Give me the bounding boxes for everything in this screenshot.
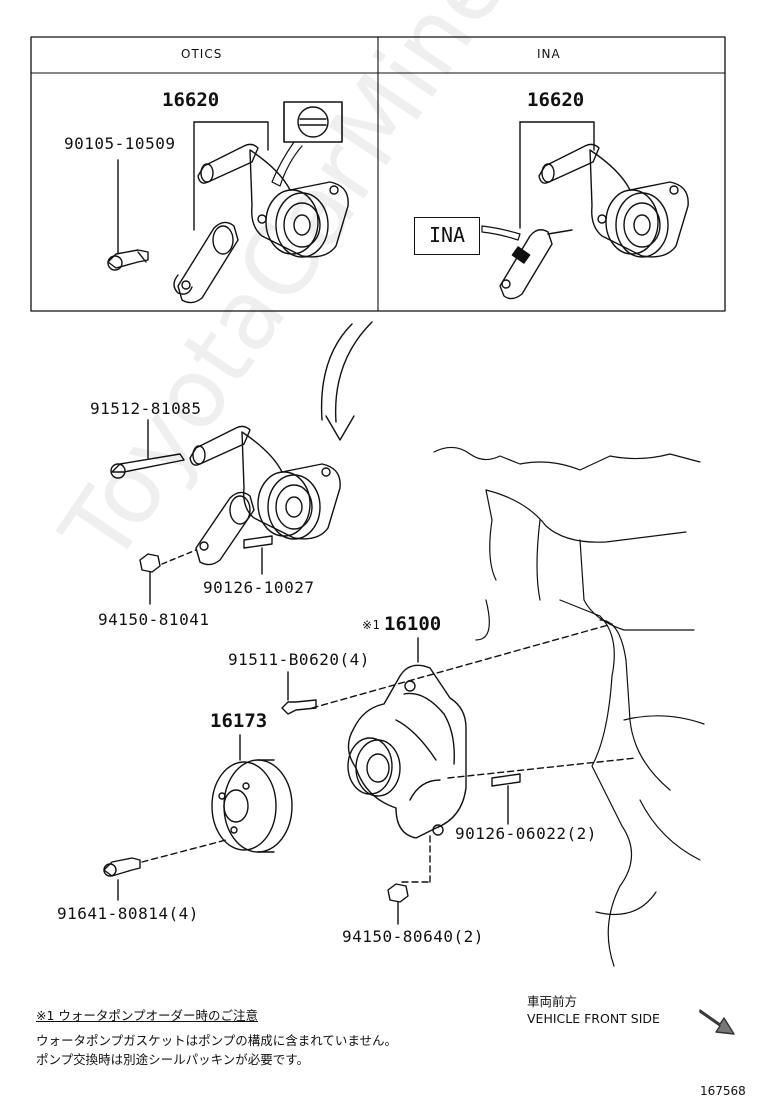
part-number-16620-otics[interactable]: 16620 (162, 89, 220, 111)
part-number-91511-B0620[interactable]: 91511-B0620(4) (228, 650, 370, 669)
part-number-91641-80814[interactable]: 91641-80814(4) (57, 904, 199, 923)
water-pump-note-mark: ※1 (362, 618, 381, 632)
ina-header: INA (537, 47, 561, 61)
part-number-90126-10027[interactable]: 90126-10027 (203, 578, 315, 597)
note-line-2: ポンプ交換時は別途シールパッキンが必要です。 (36, 1052, 310, 1067)
vehicle-front-en: VEHICLE FRONT SIDE (527, 1011, 660, 1026)
part-number-90126-06022[interactable]: 90126-06022(2) (455, 824, 597, 843)
note-title: ※1 ウォータポンプオーダー時のご注意 (36, 1008, 259, 1023)
otics-header: OTICS (181, 47, 223, 61)
otics-tensioner-drawing (107, 101, 349, 304)
diagram-number: 167568 (700, 1084, 746, 1098)
part-number-16173[interactable]: 16173 (210, 710, 268, 732)
main-tensioner-drawing (110, 419, 341, 605)
part-number-94150-80640[interactable]: 94150-80640(2) (342, 927, 484, 946)
ina-mark-label: INA (414, 217, 480, 255)
part-number-91512-81085[interactable]: 91512-81085 (90, 399, 202, 418)
water-pump-drawing (281, 623, 637, 925)
pulley-drawing (103, 734, 293, 901)
transfer-arrow (320, 321, 373, 441)
engine-block-outline (433, 446, 705, 967)
vehicle-front-jp: 車両前方 (527, 994, 578, 1009)
note-line-1: ウォータポンプガスケットはポンプの構成に含まれていません。 (36, 1033, 398, 1048)
part-number-16620-ina[interactable]: 16620 (527, 89, 585, 111)
part-number-94150-81041[interactable]: 94150-81041 (98, 610, 210, 629)
ina-tensioner-drawing (481, 121, 689, 300)
part-number-90105-10509[interactable]: 90105-10509 (64, 134, 176, 153)
variant-table (30, 36, 726, 312)
front-arrow (699, 1009, 735, 1035)
part-number-16100[interactable]: 16100 (384, 613, 442, 635)
